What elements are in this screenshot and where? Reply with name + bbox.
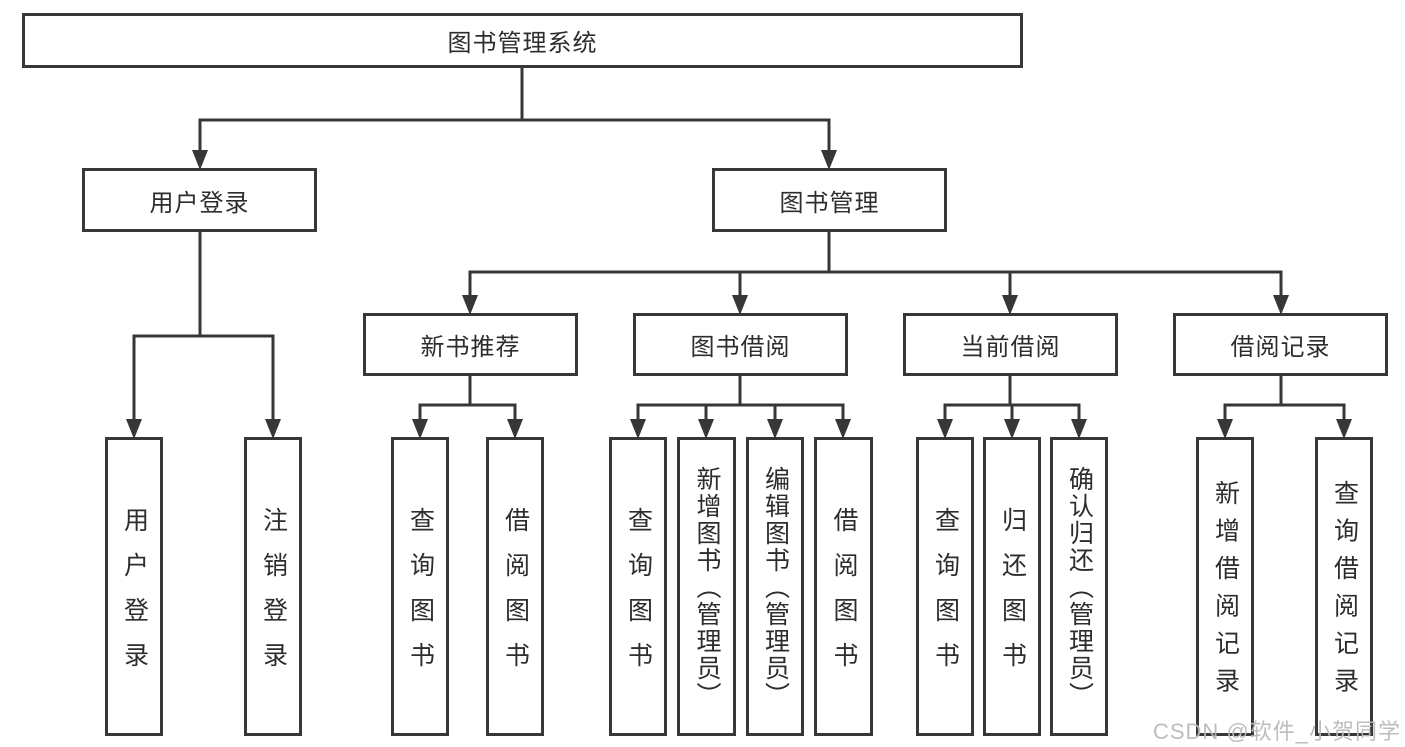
leaf-cb-return-books: 归还图书	[983, 437, 1041, 736]
leaf-nb-borrow-books-label: 借阅图书	[501, 506, 530, 687]
node-borrow-records-label: 借阅记录	[1230, 334, 1331, 361]
connector-records-children	[1223, 376, 1346, 421]
leaf-cb-query-books: 查询图书	[916, 437, 974, 736]
arrowheads-login-children	[126, 419, 281, 439]
leaf-logout-label: 注销登录	[259, 506, 288, 687]
node-book-mgmt-label: 图书管理	[779, 189, 880, 217]
leaf-br-add-record-label: 新增借阅记录	[1211, 480, 1240, 706]
leaf-bb-query-books-label: 查询图书	[624, 506, 653, 687]
leaf-bb-add-books-admin: 新增图书（管理员）	[677, 437, 736, 736]
leaf-cb-return-books-label: 归还图书	[998, 506, 1027, 687]
leaf-cb-confirm-return-admin: 确认归还（管理员）	[1050, 437, 1108, 736]
arrowheads-records-children	[1217, 419, 1352, 439]
leaf-bb-query-books: 查询图书	[609, 437, 667, 736]
leaf-user-login: 用户登录	[105, 437, 163, 736]
leaf-user-login-label: 用户登录	[120, 506, 149, 687]
node-book-borrow-label: 图书借阅	[690, 334, 791, 361]
leaf-br-add-record: 新增借阅记录	[1196, 437, 1254, 736]
leaf-cb-query-books-label: 查询图书	[931, 506, 960, 687]
node-root: 图书管理系统	[22, 13, 1023, 68]
connector-newbook-children	[418, 376, 517, 421]
connector-borrow-children	[636, 376, 845, 421]
leaf-br-query-record: 查询借阅记录	[1315, 437, 1373, 736]
leaf-bb-edit-books-admin: 编辑图书（管理员）	[746, 437, 804, 736]
node-new-book-rec-label: 新书推荐	[420, 334, 521, 361]
node-current-borrow: 当前借阅	[903, 313, 1118, 376]
node-current-borrow-label: 当前借阅	[960, 334, 1061, 361]
leaf-bb-add-books-admin-label: 新增图书（管理员）	[693, 466, 721, 709]
leaf-nb-query-books: 查询图书	[391, 437, 449, 736]
node-borrow-records: 借阅记录	[1173, 313, 1388, 376]
leaf-nb-borrow-books: 借阅图书	[486, 437, 544, 736]
connector-root-to-level2	[198, 68, 831, 152]
node-book-mgmt: 图书管理	[712, 168, 947, 232]
connector-current-children	[943, 376, 1081, 421]
connector-login-children	[132, 232, 275, 421]
arrowheads-borrow-children	[630, 419, 851, 439]
arrowheads-level2	[192, 150, 837, 170]
arrowheads-newbook-children	[412, 419, 523, 439]
node-root-label: 图书管理系统	[447, 30, 598, 57]
leaf-bb-borrow-books-label: 借阅图书	[830, 506, 858, 687]
arrowheads-level3	[462, 295, 1289, 315]
node-book-borrow: 图书借阅	[633, 313, 848, 376]
leaf-br-query-record-label: 查询借阅记录	[1330, 480, 1359, 706]
leaf-bb-borrow-books: 借阅图书	[814, 437, 873, 736]
node-user-login: 用户登录	[82, 168, 317, 232]
node-new-book-rec: 新书推荐	[363, 313, 578, 376]
leaf-bb-edit-books-admin-label: 编辑图书（管理员）	[761, 466, 790, 709]
connector-mgmt-to-level3	[468, 232, 1283, 297]
leaf-cb-confirm-return-admin-label: 确认归还（管理员）	[1065, 466, 1094, 709]
csdn-watermark: CSDN @软件_小贺同学	[1152, 719, 1401, 744]
leaf-nb-query-books-label: 查询图书	[406, 506, 435, 687]
arrowheads-current-children	[937, 419, 1087, 439]
node-user-login-label: 用户登录	[149, 189, 250, 217]
leaf-logout: 注销登录	[244, 437, 302, 736]
